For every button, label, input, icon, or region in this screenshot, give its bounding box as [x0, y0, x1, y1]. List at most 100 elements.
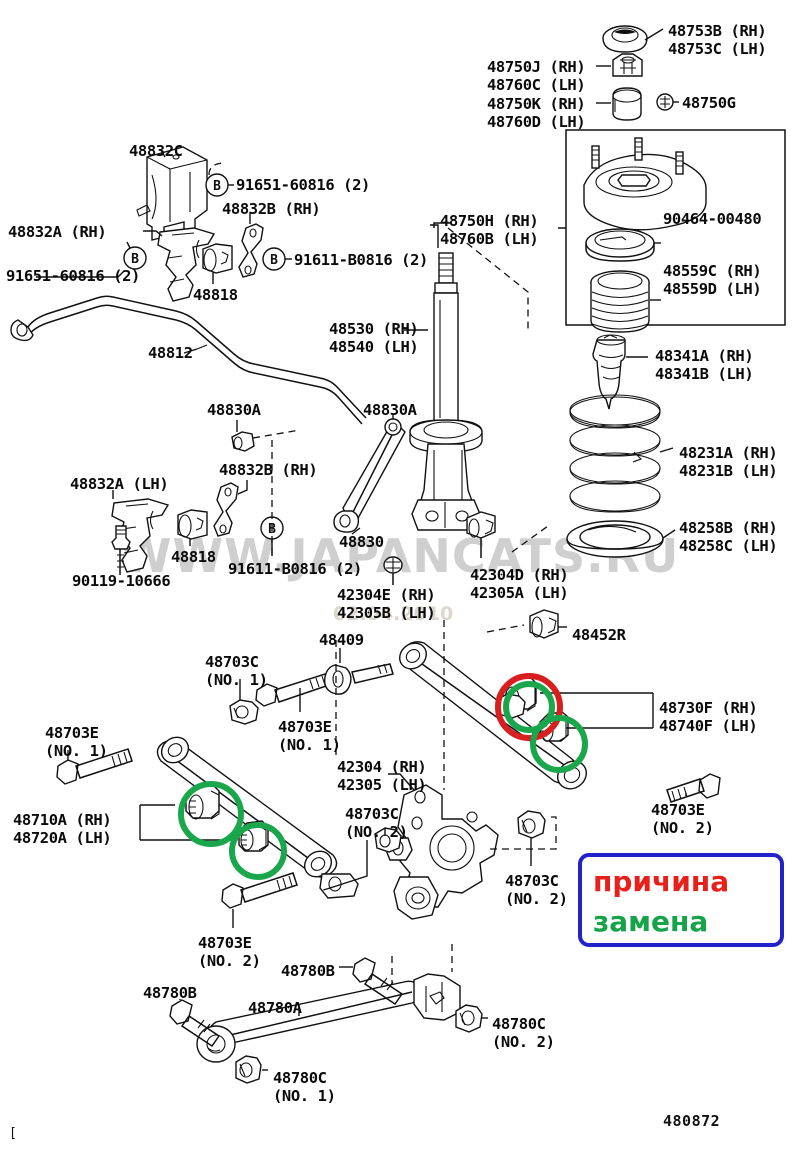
part-label-91611-b0816-top: 91611-B0816 (2): [294, 252, 428, 269]
part-48703c-no1-nut: [229, 699, 259, 725]
part-label-48703e-no2-right: 48703E(NO. 2): [651, 801, 714, 837]
part-label-line: 48452R: [572, 626, 626, 644]
part-label-line: 48832B (RH): [219, 461, 318, 479]
part-label-48703e-no1-left: 48703E(NO. 1): [45, 724, 108, 760]
part-48530-strut-assembly: [409, 252, 483, 531]
part-label-48750j: 48750J (RH)48760C (LH): [487, 58, 586, 94]
part-label-48832a-lh: 48832A (LH): [70, 475, 169, 493]
part-label-48830: 48830: [339, 534, 384, 551]
part-label-48258: 48258B (RH)48258C (LH): [679, 519, 778, 555]
part-label-line: 48703E: [45, 724, 99, 742]
part-48832a-rh-bracket: [157, 227, 216, 302]
part-label-line: 48832A (RH): [8, 223, 107, 241]
part-48830a-bushing-right: [231, 431, 255, 452]
svg-text:B: B: [213, 179, 221, 194]
part-label-48780b-left: 48780B: [143, 985, 197, 1002]
part-42304-axle-carrier: [319, 784, 499, 920]
part-48258-spring-seat: [566, 520, 664, 558]
part-label-line: 48750H (RH): [440, 212, 539, 230]
part-label-line: 90119-10666: [72, 572, 171, 590]
part-label-line: 48730F (RH): [659, 699, 758, 717]
part-label-line: 42304D (RH): [470, 566, 569, 584]
part-label-line: 48258B (RH): [679, 519, 778, 537]
legend-replace-label: замена: [593, 905, 709, 938]
part-label-line: (NO. 1): [205, 671, 268, 689]
part-label-line: 91651-60816 (2): [236, 176, 370, 194]
part-label-line: 91651-60816 (2): [6, 267, 140, 285]
part-label-48830a-right: 48830A: [363, 402, 417, 419]
part-label-line: 42305B (LH): [337, 604, 436, 622]
part-48818-bushing-mid: [177, 509, 208, 540]
part-48231-coil-spring: [569, 394, 661, 513]
part-48830-stabilizer-link: [333, 418, 406, 533]
part-label-48832b-rh-mid: 48832B (RH): [219, 461, 318, 479]
part-label-line: 48780B: [143, 984, 197, 1002]
legend-box: причина замена: [578, 853, 784, 947]
part-label-48818-mid: 48818: [171, 549, 216, 566]
legend-reason-label: причина: [593, 865, 730, 898]
part-48559-dust-boot: [590, 270, 650, 333]
part-48750g-bolt: [656, 93, 674, 111]
part-label-line: 48530 (RH): [329, 320, 419, 338]
part-label-line: 48780C: [273, 1069, 327, 1087]
part-label-48559: 48559C (RH)48559D (LH): [663, 262, 762, 298]
part-label-line: 48740F (LH): [659, 717, 758, 735]
part-label-line: (NO. 2): [505, 890, 568, 908]
part-label-48703c-no1: 48703C(NO. 1): [205, 653, 268, 689]
ring-replace-48730f-bush-inner: [503, 681, 555, 733]
part-48703c-no2-nut-right: [517, 810, 546, 839]
part-label-line: 48703C: [205, 653, 259, 671]
part-label-42304: 42304 (RH)42305 (LH): [337, 758, 427, 794]
part-label-line: 48832B (RH): [222, 200, 321, 218]
part-label-line: 42304E (RH): [337, 586, 436, 604]
part-label-line: 90464-00480: [663, 210, 762, 228]
ring-reason-48730f-bush: [495, 673, 563, 741]
part-label-line: 42305A (LH): [470, 584, 569, 602]
part-label-48818-top: 48818: [193, 287, 238, 304]
part-label-line: (NO. 2): [651, 819, 714, 837]
part-label-48703e-no2-bottom: 48703E(NO. 2): [198, 934, 261, 970]
part-42304d-bolt: [466, 511, 496, 558]
part-48703e-no2-bolt-right: [666, 773, 721, 803]
part-label-48753: 48753B (RH)48753C (LH): [668, 22, 767, 58]
part-label-line: 48760C (LH): [487, 76, 586, 94]
part-label-48780b-right: 48780B: [281, 963, 335, 980]
part-48703e-no2-bolt-bottom: [221, 872, 298, 909]
part-48753-cushion: [602, 25, 648, 53]
part-label-line: 48703E: [278, 718, 332, 736]
part-label-line: 48830A: [207, 401, 261, 419]
part-label-line: 48818: [193, 286, 238, 304]
part-label-line: 48540 (LH): [329, 338, 419, 356]
part-label-48832b-rh-top: 48832B (RH): [222, 200, 321, 218]
part-label-line: 48832A (LH): [70, 475, 169, 493]
part-label-line: 48750G: [682, 94, 736, 112]
part-label-line: 48231A (RH): [679, 444, 778, 462]
part-48409-cam-bolt: [323, 663, 394, 695]
part-label-48780a: 48780A: [248, 1000, 302, 1017]
part-label-line: (NO. 2): [345, 823, 408, 841]
part-48812-stabilizer-bar: [10, 295, 367, 425]
part-label-48409: 48409: [319, 632, 364, 649]
part-label-42304e: 42304E (RH)42305B (LH): [337, 586, 436, 622]
svg-text:B: B: [131, 252, 139, 267]
part-label-line: (NO. 2): [198, 952, 261, 970]
part-48703c-no2-nut-left: [374, 827, 402, 853]
part-label-line: 48559D (LH): [663, 280, 762, 298]
part-label-line: 48760B (LH): [440, 230, 539, 248]
part-label-line: 48703C: [345, 805, 399, 823]
ring-replace-48730f-bush-2: [530, 715, 588, 773]
svg-text:B: B: [270, 253, 278, 268]
part-label-48780c-no2: 48780C(NO. 2): [492, 1015, 555, 1051]
part-label-48710a: 48710A (RH)48720A (LH): [13, 811, 112, 847]
part-label-48832c: 48832C: [129, 143, 183, 160]
part-label-90464: 90464-00480: [663, 210, 762, 228]
part-label-line: 48812: [148, 344, 193, 362]
part-label-line: 48753B (RH): [668, 22, 767, 40]
part-label-line: (NO. 1): [45, 742, 108, 760]
ring-replace-48710a-bush-1: [178, 781, 244, 847]
part-label-42304d: 42304D (RH)42305A (LH): [470, 566, 569, 602]
part-label-48832a-rh: 48832A (RH): [8, 223, 107, 241]
part-label-91651-a: 91651-60816 (2): [236, 177, 370, 194]
part-label-line: (NO. 1): [273, 1087, 336, 1105]
